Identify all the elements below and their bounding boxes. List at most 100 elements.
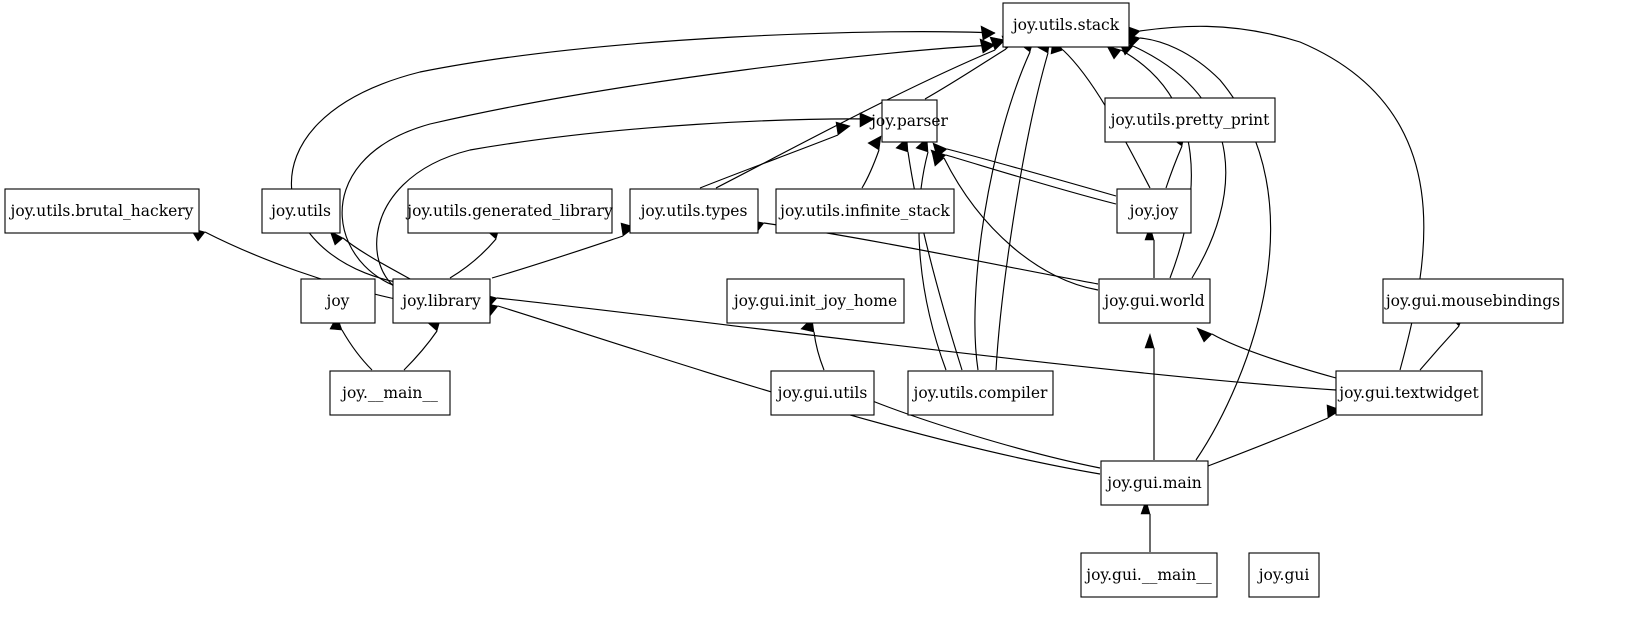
edge-joy_library-to-utils_stack bbox=[290, 25, 996, 286]
node-joy_main[interactable]: joy.__main__ bbox=[329, 370, 451, 416]
node-label: joy.utils.generated_library bbox=[405, 202, 613, 220]
edge-line bbox=[403, 330, 438, 371]
nodes-layer: joy.utils.stack joy.parser joy.utils.prett… bbox=[4, 2, 1564, 598]
node-label: joy.library bbox=[400, 292, 481, 310]
node-box[interactable] bbox=[407, 188, 613, 234]
node-gui_world[interactable]: joy.gui.world bbox=[1098, 278, 1211, 324]
edge-utils_types-to-parser bbox=[699, 121, 851, 189]
node-box[interactable] bbox=[907, 370, 1054, 416]
edge-line bbox=[1419, 325, 1460, 371]
edge-joy_main-to-joy_library bbox=[403, 316, 442, 371]
node-label: joy.utils.brutal_hackery bbox=[9, 202, 194, 220]
node-box[interactable] bbox=[1104, 97, 1276, 143]
node-gui_main[interactable]: joy.gui.main bbox=[1100, 460, 1209, 506]
node-generated_library[interactable]: joy.utils.generated_library bbox=[405, 188, 613, 234]
node-box[interactable] bbox=[629, 188, 759, 234]
edge-infinite_stack-to-parser bbox=[861, 135, 882, 189]
node-box[interactable] bbox=[329, 370, 451, 416]
edge-gui_world-to-parser bbox=[931, 151, 1099, 291]
edge-gui_main-to-gui_textwidget bbox=[1207, 404, 1342, 467]
edge-line bbox=[342, 237, 413, 281]
edge-line bbox=[1120, 49, 1192, 279]
node-box[interactable] bbox=[775, 188, 955, 234]
edge-line bbox=[491, 235, 624, 279]
edge-line bbox=[945, 154, 1117, 205]
node-box[interactable] bbox=[1335, 370, 1483, 416]
node-utils_pretty_print[interactable]: joy.utils.pretty_print bbox=[1104, 97, 1276, 143]
node-box[interactable] bbox=[726, 278, 905, 324]
node-label: joy.gui.utils bbox=[776, 384, 868, 402]
node-init_joy_home[interactable]: joy.gui.init_joy_home bbox=[726, 278, 905, 324]
arrowhead-icon bbox=[329, 230, 344, 246]
edge-line bbox=[918, 151, 947, 371]
node-utils_types[interactable]: joy.utils.types bbox=[629, 188, 759, 234]
node-utils_compiler[interactable]: joy.utils.compiler bbox=[907, 370, 1054, 416]
node-box[interactable] bbox=[1382, 278, 1564, 324]
arrowhead-icon bbox=[867, 135, 882, 151]
edge-line bbox=[715, 49, 996, 189]
edge-line bbox=[341, 329, 373, 371]
node-label: joy.gui.init_joy_home bbox=[732, 292, 897, 310]
edge-gui_dunder_main-to-gui_main bbox=[1140, 499, 1151, 552]
arrowhead-icon bbox=[980, 25, 996, 41]
node-label: joy.utils.pretty_print bbox=[1109, 111, 1271, 129]
edge-line bbox=[974, 51, 1031, 371]
edge-joy_main-to-joy bbox=[329, 315, 373, 371]
node-utils_brutal[interactable]: joy.utils.brutal_hackery bbox=[4, 188, 200, 234]
edge-line bbox=[869, 399, 1101, 469]
node-label: joy.utils.stack bbox=[1011, 16, 1120, 34]
edge-line bbox=[290, 31, 996, 286]
arrowhead-icon bbox=[835, 121, 851, 136]
node-label: joy.utils.compiler bbox=[912, 384, 1048, 402]
node-gui_textwidget[interactable]: joy.gui.textwidget bbox=[1335, 370, 1483, 416]
edge-utils_types-to-utils_stack bbox=[715, 36, 1006, 189]
node-label: joy.joy bbox=[1128, 202, 1179, 220]
edge-gui_utils-to-init_joy_home bbox=[800, 317, 825, 371]
node-box[interactable] bbox=[300, 278, 376, 324]
edge-line bbox=[449, 238, 497, 279]
edge-line bbox=[943, 157, 1099, 291]
node-box[interactable] bbox=[1116, 188, 1192, 234]
node-parser[interactable]: joy.parser bbox=[869, 99, 949, 143]
node-utils[interactable]: joy.utils bbox=[261, 188, 341, 234]
node-label: joy.gui.main bbox=[1105, 474, 1201, 492]
edge-line bbox=[699, 134, 839, 189]
edge-line bbox=[1132, 45, 1227, 279]
node-box[interactable] bbox=[1248, 552, 1320, 598]
node-box[interactable] bbox=[4, 188, 200, 234]
node-gui_utils[interactable]: joy.gui.utils bbox=[770, 370, 875, 416]
node-box[interactable] bbox=[392, 278, 491, 324]
node-label: joy.gui.textwidget bbox=[1337, 384, 1479, 402]
edge-line bbox=[1165, 145, 1183, 189]
node-box[interactable] bbox=[1098, 278, 1211, 324]
node-infinite_stack[interactable]: joy.utils.infinite_stack bbox=[775, 188, 955, 234]
node-utils_stack[interactable]: joy.utils.stack bbox=[1002, 2, 1130, 48]
edge-joy_library-to-utils bbox=[329, 230, 413, 281]
node-gui[interactable]: joy.gui bbox=[1248, 552, 1320, 598]
node-box[interactable] bbox=[1002, 2, 1130, 48]
node-box[interactable] bbox=[770, 370, 875, 416]
node-joy[interactable]: joy bbox=[300, 278, 376, 324]
node-gui_mousebindings[interactable]: joy.gui.mousebindings bbox=[1382, 278, 1564, 324]
edge-gui_main-to-gui_world bbox=[1144, 333, 1155, 460]
node-box[interactable] bbox=[1080, 552, 1218, 598]
edge-line bbox=[1211, 333, 1337, 379]
node-label: joy.gui.world bbox=[1102, 292, 1205, 310]
arrowhead-icon bbox=[1196, 327, 1213, 343]
node-label: joy.gui.mousebindings bbox=[1384, 292, 1560, 310]
node-box[interactable] bbox=[261, 188, 341, 234]
node-label: joy.gui.__main__ bbox=[1084, 566, 1212, 584]
node-gui_dunder_main[interactable]: joy.gui.__main__ bbox=[1080, 552, 1218, 598]
node-label: joy.parser bbox=[869, 112, 948, 130]
node-box[interactable] bbox=[1100, 460, 1209, 506]
node-joy_joy[interactable]: joy.joy bbox=[1116, 188, 1192, 234]
node-label: joy.utils.infinite_stack bbox=[778, 202, 950, 220]
node-joy_library[interactable]: joy.library bbox=[392, 278, 491, 324]
node-box[interactable] bbox=[881, 99, 938, 143]
edge-utils_compiler-to-utils_stack bbox=[974, 37, 1035, 371]
edge-gui_textwidget-to-gui_world bbox=[1196, 327, 1337, 379]
edge-line bbox=[946, 148, 1117, 197]
edge-gui_world-to-utils_stack bbox=[1106, 45, 1192, 279]
edge-line bbox=[341, 44, 996, 293]
